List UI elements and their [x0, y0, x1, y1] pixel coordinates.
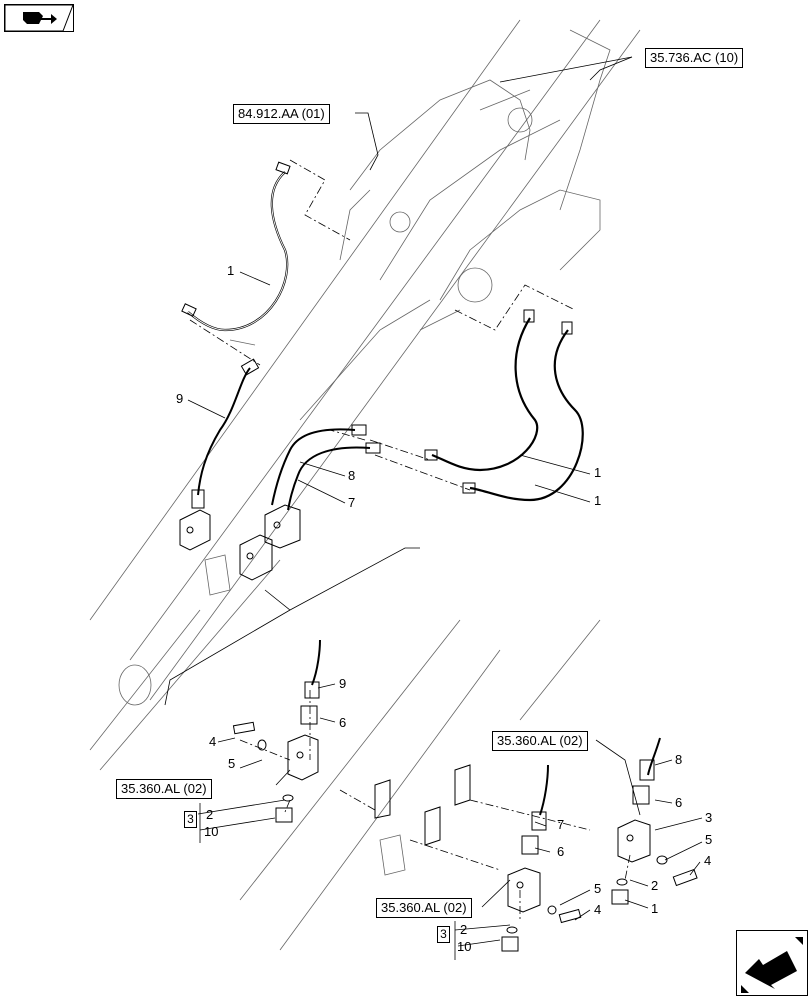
valve-block-c — [239, 534, 273, 581]
next-page-button[interactable] — [736, 930, 808, 996]
boom-outline — [89, 19, 641, 951]
callout-hose-1-right-b: 1 — [594, 493, 602, 508]
valve-detail-left — [287, 734, 319, 781]
ref-boom[interactable]: 84.912.AA (01) — [233, 104, 330, 124]
callout-detail-left-9: 9 — [339, 676, 347, 691]
callout-detail-right-1: 1 — [651, 901, 659, 916]
book-arrow-icon — [4, 4, 74, 32]
callout-hose-1-upper: 1 — [227, 263, 235, 278]
callout-detail-right-2: 2 — [651, 878, 659, 893]
next-page-arrow-icon — [741, 937, 803, 993]
ref-valve-right[interactable]: 35.360.AL (02) — [492, 731, 588, 751]
callout-line-8: 8 — [348, 468, 356, 483]
ref-valve-left[interactable]: 35.360.AL (02) — [116, 779, 212, 799]
callout-detail-left-4: 4 — [209, 734, 217, 749]
valve-detail-center — [507, 867, 541, 913]
callout-detail-center-10: 10 — [457, 939, 472, 954]
callout-line-7: 7 — [348, 495, 356, 510]
valve-block-b — [264, 504, 301, 549]
hose-1-right-b — [469, 329, 584, 502]
callout-detail-center-box: 3 — [437, 926, 450, 943]
line-9 — [197, 367, 251, 496]
callout-detail-center-7: 7 — [557, 817, 565, 832]
callout-detail-right-3: 3 — [705, 810, 713, 825]
callout-detail-right-8: 8 — [675, 752, 683, 767]
callout-line-9: 9 — [176, 391, 184, 406]
line-8 — [271, 428, 356, 506]
valve-detail-right — [617, 819, 651, 863]
callout-detail-center-5: 5 — [594, 881, 602, 896]
callout-detail-right-5: 5 — [705, 832, 713, 847]
book-arrow-button[interactable] — [4, 4, 74, 32]
callout-detail-left-10: 10 — [204, 824, 219, 839]
valve-block-a — [179, 509, 211, 551]
callout-detail-right-6: 6 — [675, 795, 683, 810]
callout-detail-center-4: 4 — [594, 902, 602, 917]
callout-detail-center-2: 2 — [460, 922, 468, 937]
hose-1-right-a — [431, 317, 539, 472]
callout-detail-left-6: 6 — [339, 715, 347, 730]
callout-hose-1-right-a: 1 — [594, 465, 602, 480]
ref-cylinder[interactable]: 35.736.AC (10) — [645, 48, 744, 68]
callout-detail-center-6: 6 — [557, 844, 565, 859]
callout-detail-left-2: 2 — [206, 807, 214, 822]
callout-detail-left-box: 3 — [184, 811, 197, 828]
ref-valve-center[interactable]: 35.360.AL (02) — [376, 898, 472, 918]
line-7 — [287, 446, 371, 511]
callout-detail-left-5: 5 — [228, 756, 236, 771]
callout-detail-right-4: 4 — [704, 853, 712, 868]
